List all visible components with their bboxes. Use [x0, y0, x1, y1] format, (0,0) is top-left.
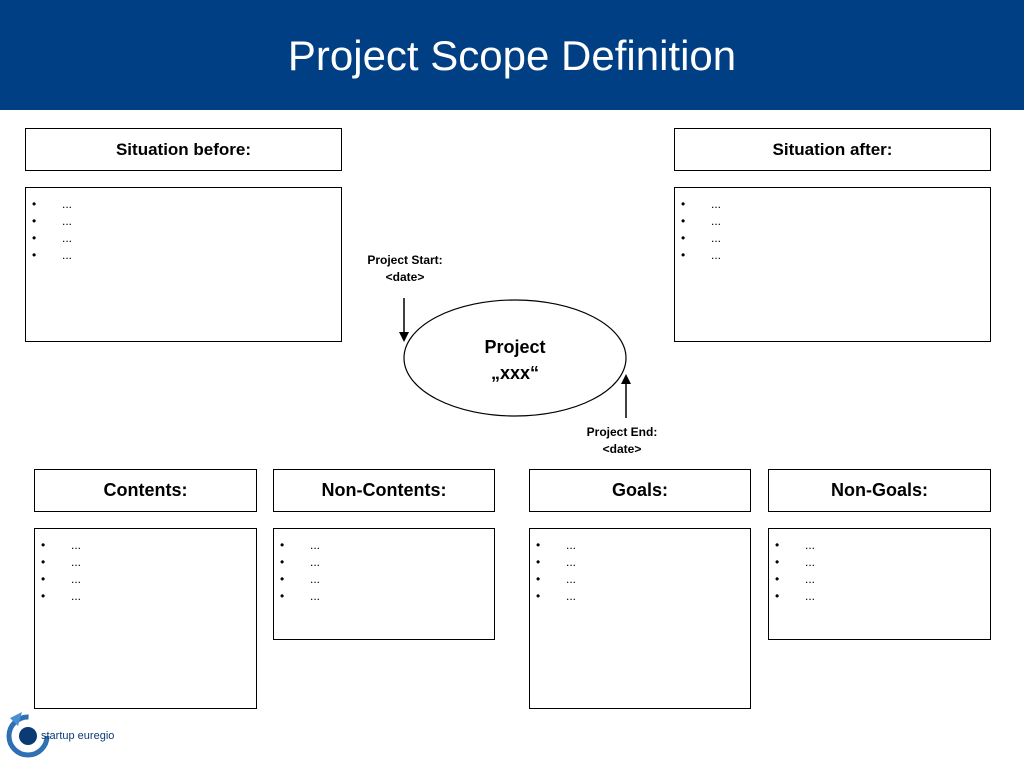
- contents-label: Contents:: [103, 480, 188, 500]
- contents-list: •... •... •... •...: [35, 529, 256, 605]
- goals-label: Goals:: [611, 480, 668, 500]
- situation-before-list-box: •... •... •... •...: [25, 187, 342, 342]
- situation-after-list-box: •... •... •... •...: [674, 187, 991, 342]
- logo-text: startup euregio: [41, 730, 115, 742]
- situation-before-list: •... •... •... •...: [26, 188, 341, 264]
- list-item: •...: [681, 248, 722, 262]
- list-item: •...: [41, 589, 82, 603]
- startup-euregio-logo-icon: [6, 712, 50, 758]
- list-item: •...: [536, 572, 577, 586]
- project-name-line2: „xxx“: [490, 363, 540, 383]
- list-item: •...: [775, 555, 816, 569]
- page-title: Project Scope Definition: [287, 32, 737, 79]
- situation-after-label-box: Situation after:: [674, 128, 991, 171]
- list-item: •...: [41, 538, 82, 552]
- list-item: •...: [681, 197, 722, 211]
- list-item: •...: [536, 589, 577, 603]
- list-item: •...: [681, 231, 722, 245]
- non-contents-list: •... •... •... •...: [274, 529, 494, 605]
- project-start-annotation: Project Start: <date>: [345, 252, 465, 286]
- non-contents-label: Non-Contents:: [321, 480, 447, 500]
- list-item: •...: [775, 572, 816, 586]
- goals-list: •... •... •... •...: [530, 529, 750, 605]
- list-item: •...: [280, 555, 321, 569]
- list-item: •...: [280, 538, 321, 552]
- project-end-label: Project End:: [586, 425, 658, 439]
- project-end-annotation: Project End: <date>: [562, 424, 682, 458]
- non-goals-label-box: Non-Goals:: [768, 469, 991, 512]
- list-item: •...: [681, 214, 722, 228]
- list-item: •...: [41, 555, 82, 569]
- goals-label-box: Goals:: [529, 469, 751, 512]
- list-item: •...: [32, 214, 73, 228]
- non-contents-list-box: •... •... •... •...: [273, 528, 495, 640]
- situation-before-label: Situation before:: [115, 139, 252, 159]
- list-item: •...: [32, 231, 73, 245]
- contents-list-box: •... •... •... •...: [34, 528, 257, 709]
- list-item: •...: [775, 589, 816, 603]
- list-item: •...: [32, 248, 73, 262]
- project-end-date: <date>: [602, 442, 642, 456]
- non-goals-list: •... •... •... •...: [769, 529, 990, 605]
- list-item: •...: [32, 197, 73, 211]
- project-name-line1: Project: [484, 337, 546, 357]
- non-goals-label: Non-Goals:: [831, 480, 928, 500]
- project-name: Project „xxx“: [404, 334, 626, 386]
- project-start-date: <date>: [385, 270, 425, 284]
- contents-label-box: Contents:: [34, 469, 257, 512]
- list-item: •...: [280, 589, 321, 603]
- situation-after-list: •... •... •... •...: [675, 188, 990, 264]
- list-item: •...: [775, 538, 816, 552]
- situation-before-label-box: Situation before:: [25, 128, 342, 171]
- title-bar: Project Scope Definition: [0, 0, 1024, 110]
- situation-after-label: Situation after:: [772, 139, 893, 159]
- project-start-label: Project Start:: [367, 253, 443, 267]
- non-goals-list-box: •... •... •... •...: [768, 528, 991, 640]
- goals-list-box: •... •... •... •...: [529, 528, 751, 709]
- non-contents-label-box: Non-Contents:: [273, 469, 495, 512]
- list-item: •...: [41, 572, 82, 586]
- list-item: •...: [536, 555, 577, 569]
- list-item: •...: [536, 538, 577, 552]
- list-item: •...: [280, 572, 321, 586]
